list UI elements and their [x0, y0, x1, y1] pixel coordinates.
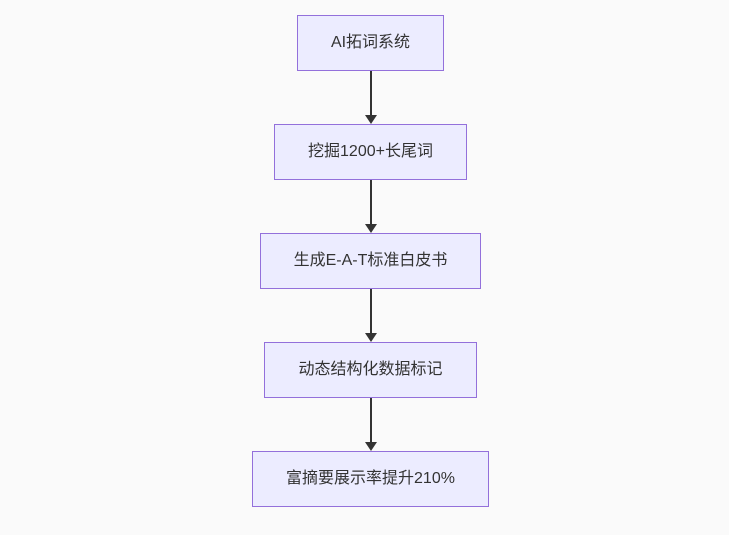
arrowhead-down-icon	[364, 115, 377, 124]
flow-node: 动态结构化数据标记	[264, 342, 477, 398]
arrow-line	[369, 289, 372, 333]
flow-node-label: 挖掘1200+长尾词	[308, 143, 433, 160]
arrowhead-down-icon	[364, 442, 377, 451]
arrowhead-down-icon	[364, 333, 377, 342]
flow-arrow	[364, 180, 377, 233]
flow-node-label: 生成E-A-T标准白皮书	[293, 252, 448, 269]
arrowhead-down-icon	[364, 224, 377, 233]
flow-arrow	[364, 71, 377, 124]
flow-arrow	[364, 398, 377, 451]
flow-node: 挖掘1200+长尾词	[274, 124, 467, 180]
flow-node: AI拓词系统	[296, 15, 445, 71]
flowchart-column: AI拓词系统 挖掘1200+长尾词 生成E-A-T标准白皮书 动态结构化数据标记…	[252, 15, 489, 507]
flow-arrow	[364, 289, 377, 342]
flow-node-label: 富摘要展示率提升210%	[286, 470, 455, 487]
arrow-line	[369, 180, 372, 224]
arrow-line	[369, 398, 372, 442]
arrow-line	[369, 71, 372, 115]
flow-node: 生成E-A-T标准白皮书	[259, 233, 482, 289]
flow-node: 富摘要展示率提升210%	[252, 451, 489, 507]
flow-node-label: AI拓词系统	[330, 34, 411, 51]
flow-node-label: 动态结构化数据标记	[298, 361, 443, 378]
